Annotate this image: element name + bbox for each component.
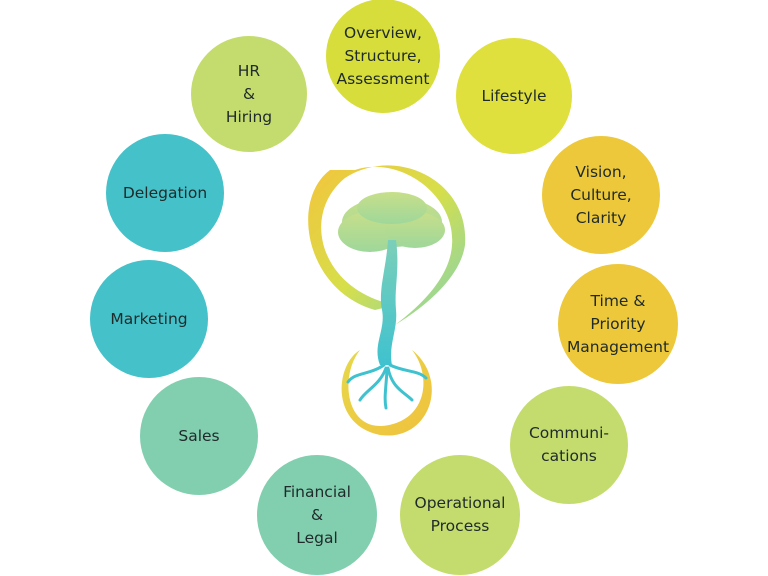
- node-operational-label: Operational Process: [414, 494, 506, 535]
- node-overview-label: Overview, Structure, Assessment: [336, 23, 430, 88]
- node-lifestyle[interactable]: Lifestyle: [456, 38, 572, 154]
- node-financial-label: Financial & Legal: [283, 482, 351, 547]
- tree-logo: [308, 165, 466, 436]
- node-sales-label: Sales: [178, 426, 220, 445]
- tree-trunk-shape: [377, 240, 398, 365]
- node-lifestyle-label: Lifestyle: [481, 86, 547, 105]
- tree-canopy-shape: [338, 192, 445, 252]
- node-communications-label: Communi- cations: [528, 424, 610, 465]
- node-time[interactable]: Time & Priority Management: [558, 264, 678, 384]
- node-delegation[interactable]: Delegation: [106, 134, 224, 252]
- node-vision-label: Vision, Culture, Clarity: [570, 162, 632, 227]
- node-delegation-label: Delegation: [122, 183, 208, 202]
- node-operational[interactable]: Operational Process: [400, 455, 520, 575]
- node-sales[interactable]: Sales: [140, 377, 258, 495]
- upper-ring-shape: [308, 165, 466, 325]
- tree-roots-shape: [346, 363, 428, 410]
- node-vision[interactable]: Vision, Culture, Clarity: [542, 136, 660, 254]
- node-marketing[interactable]: Marketing: [90, 260, 208, 378]
- node-communications[interactable]: Communi- cations: [510, 386, 628, 504]
- node-hr-label: HR & Hiring: [225, 61, 273, 126]
- node-marketing-label: Marketing: [110, 309, 188, 328]
- node-overview[interactable]: Overview, Structure, Assessment: [326, 0, 440, 113]
- node-financial[interactable]: Financial & Legal: [257, 455, 377, 575]
- node-hr[interactable]: HR & Hiring: [191, 36, 307, 152]
- node-time-label: Time & Priority Management: [566, 291, 670, 356]
